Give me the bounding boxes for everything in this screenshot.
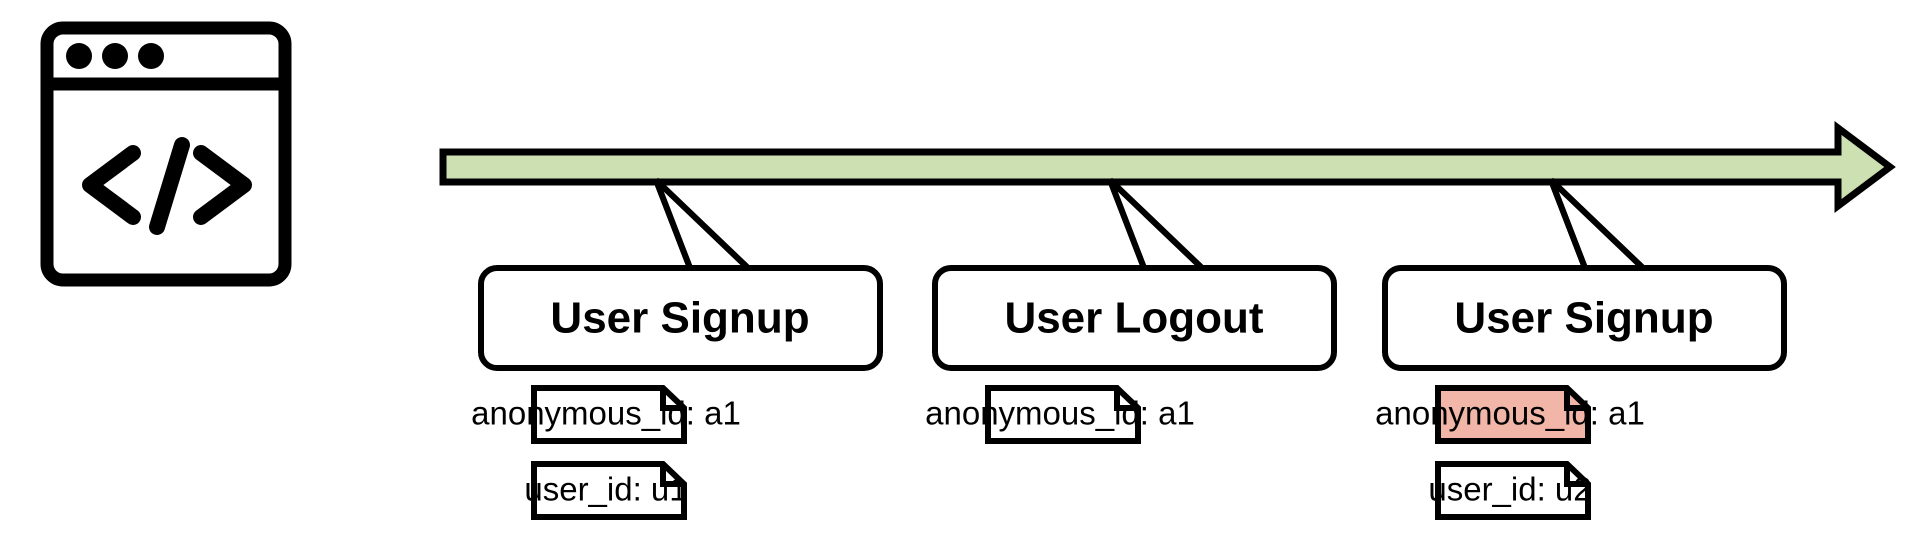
timeline-arrow-shape — [439, 121, 1896, 213]
note-fold-icon-3-1 — [1564, 388, 1588, 411]
note-label-3-2: user_id: u2 — [1428, 471, 1591, 508]
code-window-icon — [40, 21, 292, 287]
event-box-2[interactable] — [932, 265, 1337, 371]
event-timeline-arrow — [439, 121, 1896, 213]
event-group-3[interactable]: User Signup anonymous_id: a1 user_id: u2 — [1375, 177, 1787, 520]
note-fold-icon-1-1 — [660, 388, 684, 411]
event-box-3[interactable] — [1382, 265, 1787, 371]
note-body-3-2[interactable] — [1435, 461, 1591, 520]
note-label-3-1: anonymous_id: a1 — [1375, 395, 1645, 432]
event-label-1: User Signup — [550, 294, 809, 343]
note-1-2[interactable]: user_id: u1 — [524, 461, 688, 520]
window-dot-icon — [138, 43, 164, 69]
note-label-1-2: user_id: u1 — [524, 471, 687, 508]
note-fold-icon-2-1 — [1114, 388, 1138, 411]
note-body-3-1[interactable] — [1435, 385, 1591, 444]
window-dot-icon — [102, 43, 128, 69]
event-label-2: User Logout — [1004, 294, 1263, 343]
callout-tail-strokes-2 — [1107, 177, 1205, 271]
note-fold-icon-1-2 — [660, 464, 684, 487]
callout-tail-strokes-3 — [1548, 177, 1646, 271]
note-3-2[interactable]: user_id: u2 — [1428, 461, 1592, 520]
event-group-1[interactable]: User Signup anonymous_id: a1 user_id: u1 — [471, 177, 883, 520]
callout-tail-strokes-1 — [653, 177, 751, 271]
event-box-1[interactable] — [478, 265, 883, 371]
code-glyph-icon — [82, 137, 252, 235]
event-label-3: User Signup — [1454, 294, 1713, 343]
note-body-2-1[interactable] — [985, 385, 1141, 444]
note-body-1-2[interactable] — [531, 461, 687, 520]
event-group-2[interactable]: User Logout anonymous_id: a1 — [925, 177, 1337, 444]
note-1-1[interactable]: anonymous_id: a1 — [471, 385, 741, 444]
note-label-2-1: anonymous_id: a1 — [925, 395, 1195, 432]
note-3-1[interactable]: anonymous_id: a1 — [1375, 385, 1645, 444]
note-body-1-1[interactable] — [531, 385, 687, 444]
note-fold-icon-3-2 — [1564, 464, 1588, 487]
window-dot-icon — [66, 43, 92, 69]
note-2-1[interactable]: anonymous_id: a1 — [925, 385, 1195, 444]
note-label-1-1: anonymous_id: a1 — [471, 395, 741, 432]
window-frame — [40, 21, 292, 287]
